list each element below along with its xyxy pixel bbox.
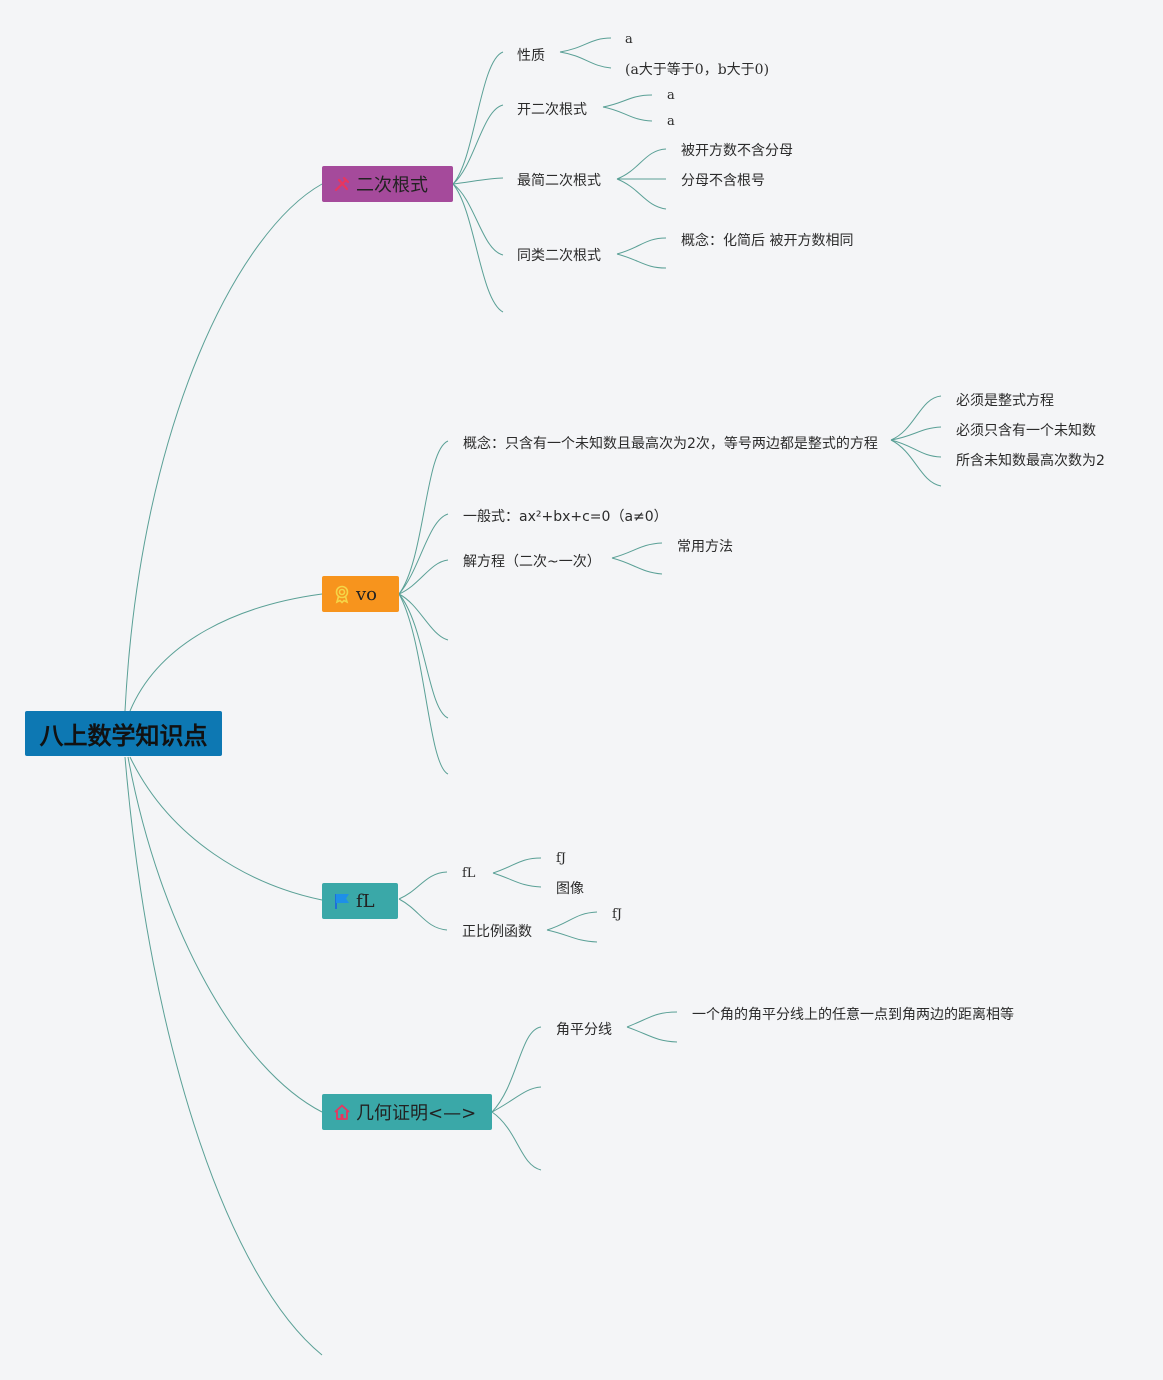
edge-b1-t1	[452, 51, 504, 185]
edge-b1-t2	[452, 104, 504, 185]
edge-b1-t4	[452, 183, 504, 256]
topic-concept-rule3[interactable]: 所含未知数最高次数为2	[956, 453, 1105, 469]
edge-t2-b	[602, 106, 653, 122]
flag-icon	[332, 891, 352, 911]
topic-general-form[interactable]: 一般式：ax²+bx+c=0（a≠0）	[463, 509, 668, 525]
topic-similar-radical-concept[interactable]: 概念：化简后 被开方数相同	[681, 233, 854, 249]
edge-b1-t5	[452, 183, 504, 313]
topic-simplest-radical-rule2[interactable]: 分母不含根号	[681, 173, 765, 189]
topic-fl-graph[interactable]: 图像	[556, 881, 584, 897]
topic-concept-rule2[interactable]: 必须只含有一个未知数	[956, 423, 1096, 439]
edge-b3-t1	[398, 871, 448, 900]
edge-b2t1-d	[890, 439, 942, 487]
branch-label: 几何证明<—>	[356, 1103, 477, 1124]
edge-root-b3	[129, 756, 323, 901]
edge-b2t1-a	[890, 395, 942, 441]
edge-b4t1-b	[626, 1026, 678, 1043]
edge-b2t1-c	[890, 439, 942, 458]
edge-b4-t2	[491, 1086, 542, 1113]
house-icon	[332, 1102, 352, 1122]
branch-label: fL	[356, 890, 375, 912]
edge-root-b5	[124, 756, 323, 1356]
edge-t2-a	[602, 94, 653, 108]
edge-b2-t6	[398, 593, 449, 775]
edge-b2-t3	[398, 559, 449, 595]
edge-b3t2-b	[546, 929, 598, 943]
edge-t3-c	[616, 178, 667, 210]
branch-label: vo	[356, 583, 378, 605]
branch-quadratic-radicals[interactable]: 二次根式	[322, 166, 453, 202]
branch-label: 二次根式	[356, 175, 428, 196]
topic-square-root-a2[interactable]: a	[667, 114, 675, 129]
edge-b2-t5	[398, 593, 449, 719]
edge-t4-b	[616, 253, 667, 269]
edge-root-b1	[124, 183, 323, 712]
edge-b3t1-b	[492, 872, 542, 888]
topic-fl-fj[interactable]: fJ	[556, 851, 567, 866]
edge-b4t1-a	[626, 1011, 678, 1028]
topic-proportional-function[interactable]: 正比例函数	[462, 924, 532, 940]
topic-square-root-a1[interactable]: a	[667, 88, 675, 103]
edge-root-b2	[129, 593, 323, 712]
topic-similar-radical[interactable]: 同类二次根式	[517, 248, 601, 264]
edge-t1-a	[559, 37, 612, 53]
edge-b2-t4	[398, 593, 449, 641]
edge-b4-t3	[491, 1111, 542, 1171]
topic-properties[interactable]: 性质	[517, 48, 545, 64]
edge-t1-b	[559, 51, 612, 69]
edge-b2-t2	[398, 513, 449, 595]
topic-proportional-fj[interactable]: fJ	[612, 907, 623, 922]
topic-angle-bisector-theorem[interactable]: 一个角的角平分线上的任意一点到角两边的距离相等	[692, 1007, 1014, 1023]
root-topic-label: 八上数学知识点	[39, 722, 208, 750]
edge-b1-t3	[452, 177, 504, 185]
topic-common-methods[interactable]: 常用方法	[677, 539, 733, 555]
edge-b3t2-a	[546, 911, 598, 931]
topic-square-root[interactable]: 开二次根式	[517, 102, 587, 118]
tools-icon	[332, 174, 352, 194]
topic-equation-concept[interactable]: 概念：只含有一个未知数且最高次为2次，等号两边都是整式的方程	[463, 436, 878, 452]
topic-concept-rule1[interactable]: 必须是整式方程	[956, 393, 1054, 409]
branch-fl[interactable]: fL	[322, 883, 398, 919]
edge-b2-t1	[398, 440, 449, 595]
edge-b3-t2	[398, 898, 448, 931]
edge-b3t1-a	[492, 857, 542, 874]
edge-b2t3-b	[611, 557, 663, 575]
topic-fl[interactable]: fL	[462, 866, 476, 881]
topic-simplest-radical-rule1[interactable]: 被开方数不含分母	[681, 143, 793, 159]
root-topic[interactable]: 八上数学知识点	[25, 711, 222, 756]
edge-b4-t1	[491, 1026, 542, 1113]
topic-angle-bisector[interactable]: 角平分线	[556, 1022, 612, 1038]
edge-root-b4	[127, 756, 323, 1113]
topic-properties-condition[interactable]: (a大于等于0，b大于0)	[625, 62, 770, 78]
edge-b2t3-a	[611, 542, 663, 559]
edge-t4-a	[616, 237, 667, 255]
topic-solving-equations[interactable]: 解方程（二次~一次）	[463, 554, 601, 570]
branch-geometry-proof[interactable]: 几何证明<—>	[322, 1094, 492, 1130]
award-icon	[332, 584, 352, 604]
edge-t3-a	[616, 148, 667, 180]
topic-simplest-radical[interactable]: 最简二次根式	[517, 173, 601, 189]
topic-properties-a[interactable]: a	[625, 32, 633, 47]
edge-b2t1-b	[890, 426, 942, 441]
branch-vo[interactable]: vo	[322, 576, 399, 612]
